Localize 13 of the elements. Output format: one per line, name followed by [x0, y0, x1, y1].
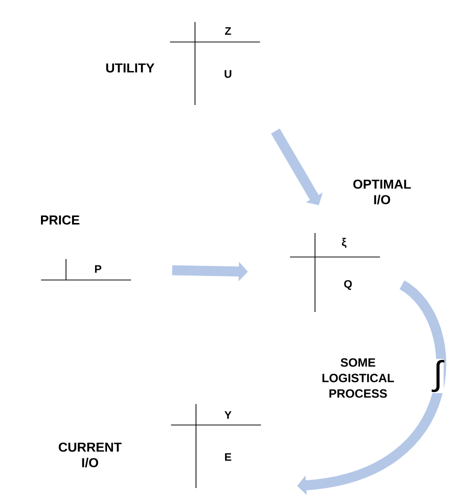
symbol: U [224, 70, 232, 78]
symbol: Z [224, 27, 232, 35]
symbol: E [225, 453, 232, 461]
symbol: Y [224, 411, 232, 419]
heading: UTILITY [106, 63, 154, 73]
edge-label: SOME LOGISTICAL PROCESS [313, 357, 403, 399]
symbol: Q [344, 280, 352, 290]
heading: CURRENT I/O [58, 442, 122, 468]
integral-sign: ∫ [432, 358, 444, 394]
heading: PRICE [41, 215, 80, 225]
symbol: P [95, 265, 102, 273]
heading: OPTIMAL I/O [353, 180, 411, 204]
symbol: ξ [342, 238, 346, 248]
